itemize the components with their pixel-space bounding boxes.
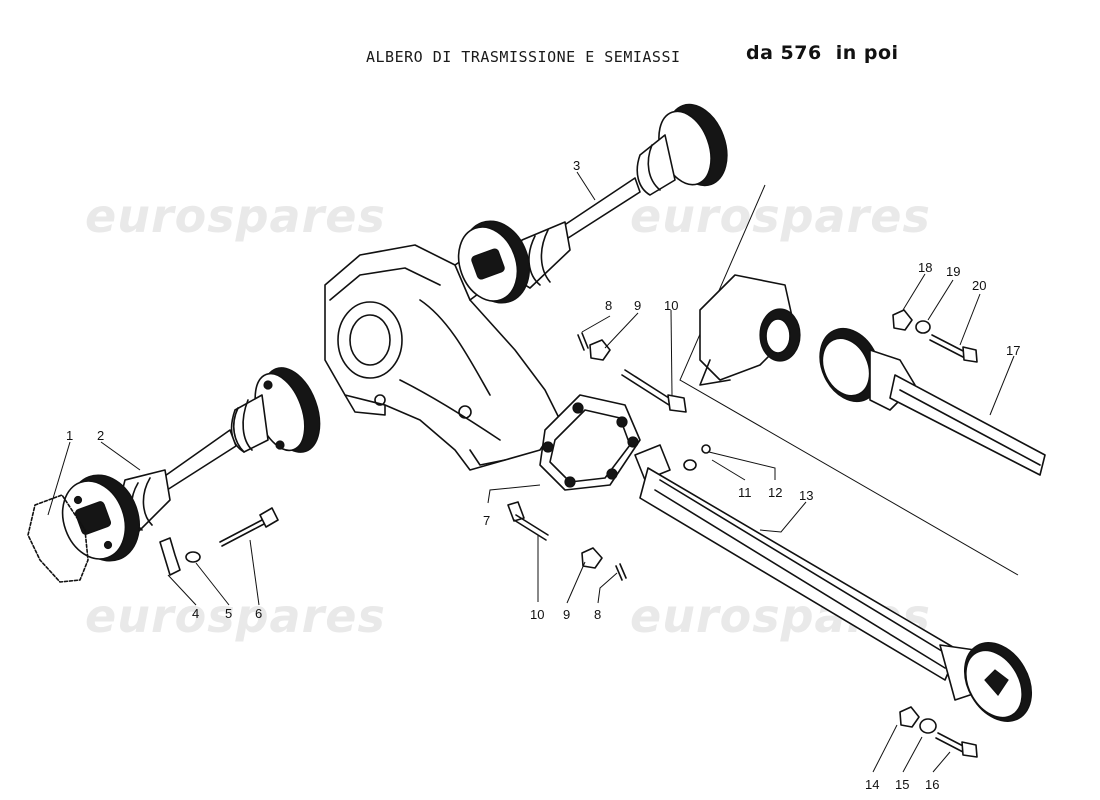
callout-15: 15 [895, 777, 909, 792]
nut-end [899, 706, 920, 728]
lock-plate [159, 537, 181, 576]
callout-16: 16 [925, 777, 939, 792]
differential-housing [324, 244, 561, 471]
callout-3: 3 [573, 158, 580, 173]
series-prefix: da 576 [746, 42, 822, 64]
callout-4: 4 [192, 606, 199, 621]
watermark-top-left: eurospares [85, 189, 386, 243]
callout-13: 13 [799, 488, 813, 503]
callout-8-upper: 8 [605, 298, 612, 313]
coupling-flange [539, 394, 641, 491]
callout-9-lower: 9 [563, 607, 570, 622]
callout-17: 17 [1006, 343, 1020, 358]
small-screw [701, 444, 711, 454]
callout-10-lower: 10 [530, 607, 544, 622]
bolt-long [219, 507, 279, 547]
callout-5: 5 [225, 606, 232, 621]
callout-11: 11 [738, 485, 752, 500]
inset-support [699, 274, 801, 386]
gasket [27, 494, 89, 583]
callout-8-lower: 8 [594, 607, 601, 622]
nut-lower [581, 547, 603, 569]
callout-12: 12 [768, 485, 782, 500]
watermark-top-right: eurospares [630, 189, 931, 243]
diagram-title: ALBERO DI TRASMISSIONE E SEMIASSI [366, 48, 681, 66]
callout-1: 1 [66, 428, 73, 443]
callout-6: 6 [255, 606, 262, 621]
washer-inset [915, 320, 931, 334]
watermark-bottom-left: eurospares [85, 589, 386, 643]
callout-2: 2 [97, 428, 104, 443]
callout-labels: 1 2 3 4 5 6 7 8 8 9 9 10 10 11 12 13 14 … [66, 158, 1020, 792]
bolt-end [935, 732, 978, 758]
series-range: da 576 in poi [746, 42, 899, 64]
callout-9-upper: 9 [634, 298, 641, 313]
pin-lower [615, 563, 627, 581]
inset-propeller-joint [819, 327, 1046, 476]
propeller-shaft [634, 444, 1033, 722]
series-suffix: in poi [835, 42, 899, 64]
bolt-upper [621, 369, 687, 413]
callout-7: 7 [483, 513, 490, 528]
washer-end [919, 718, 937, 734]
small-washer [683, 459, 697, 471]
leader-lines [47, 171, 1015, 773]
callout-20: 20 [972, 278, 986, 293]
bolt-inset [929, 334, 978, 363]
nut-upper [589, 339, 611, 361]
callout-14: 14 [865, 777, 879, 792]
callout-19: 19 [946, 264, 960, 279]
inset-divider [679, 184, 1019, 576]
half-shaft-right [457, 103, 728, 304]
bolt-lower [507, 501, 549, 541]
callout-18: 18 [918, 260, 932, 275]
callout-10-upper: 10 [664, 298, 678, 313]
half-shaft-left [61, 367, 321, 562]
pin-upper [577, 332, 589, 351]
nut-inset [892, 309, 913, 331]
washer-small [185, 551, 201, 563]
